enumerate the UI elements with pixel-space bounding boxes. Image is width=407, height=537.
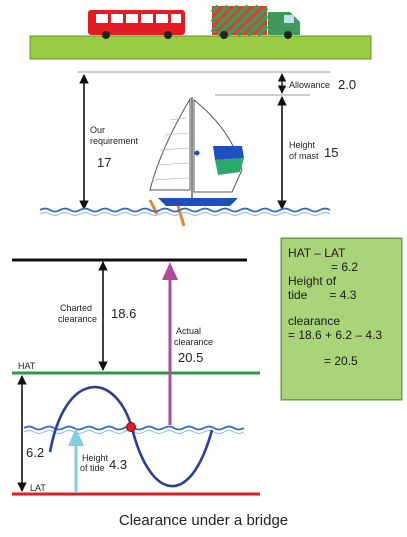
diagram-caption: Clearance under a bridge <box>0 512 407 529</box>
lat-label: LAT <box>30 483 46 493</box>
mast-value: 15 <box>324 145 338 160</box>
sailboat-icon <box>150 97 244 226</box>
actual-value: 20.5 <box>178 350 203 365</box>
tide-value: 4.3 <box>109 457 127 472</box>
mast-label-line1: Height <box>289 140 316 150</box>
calc-tide-value: = 4.3 <box>307 288 356 302</box>
bus-icon <box>88 10 185 39</box>
charted-label-line1: Charted <box>60 303 92 313</box>
calculation-box: HAT – LAT = 6.2 Height of tide= 4.3 clea… <box>281 238 402 400</box>
requirement-label-line1: Our <box>90 125 105 135</box>
tide-label-line1: Height <box>82 453 109 463</box>
requirement-label-line2: requirement <box>90 136 139 146</box>
allowance-label: Allowance <box>289 80 330 90</box>
actual-label-line1: Actual <box>176 326 201 336</box>
calc-line-hat-lat: HAT – LAT <box>288 246 395 260</box>
calc-line-clearance: clearance <box>288 314 395 328</box>
truck-icon <box>212 6 300 39</box>
calc-line-height-of: Height of <box>288 274 395 288</box>
calc-line-tide: tide= 4.3 <box>288 288 395 302</box>
calc-line-formula: = 18.6 + 6.2 – 4.3 <box>288 328 395 342</box>
calc-line-hat-lat-value: = 6.2 <box>288 260 395 274</box>
bridge-deck <box>30 36 371 59</box>
top-water-surface <box>40 209 330 212</box>
actual-label-line2: clearance <box>174 337 213 347</box>
charted-label-line2: clearance <box>58 314 97 324</box>
tide-label-line2: of tide <box>80 463 105 473</box>
hat-lat-value: 6.2 <box>26 445 44 460</box>
allowance-value: 2.0 <box>338 77 356 92</box>
charted-value: 18.6 <box>111 306 136 321</box>
hat-label: HAT <box>18 361 36 371</box>
mast-label-line2: of mast <box>289 151 319 161</box>
calc-tide-word: tide <box>288 288 307 302</box>
current-tide-point <box>127 423 136 432</box>
calc-line-result: = 20.5 <box>288 354 395 368</box>
requirement-value: 17 <box>97 155 111 170</box>
